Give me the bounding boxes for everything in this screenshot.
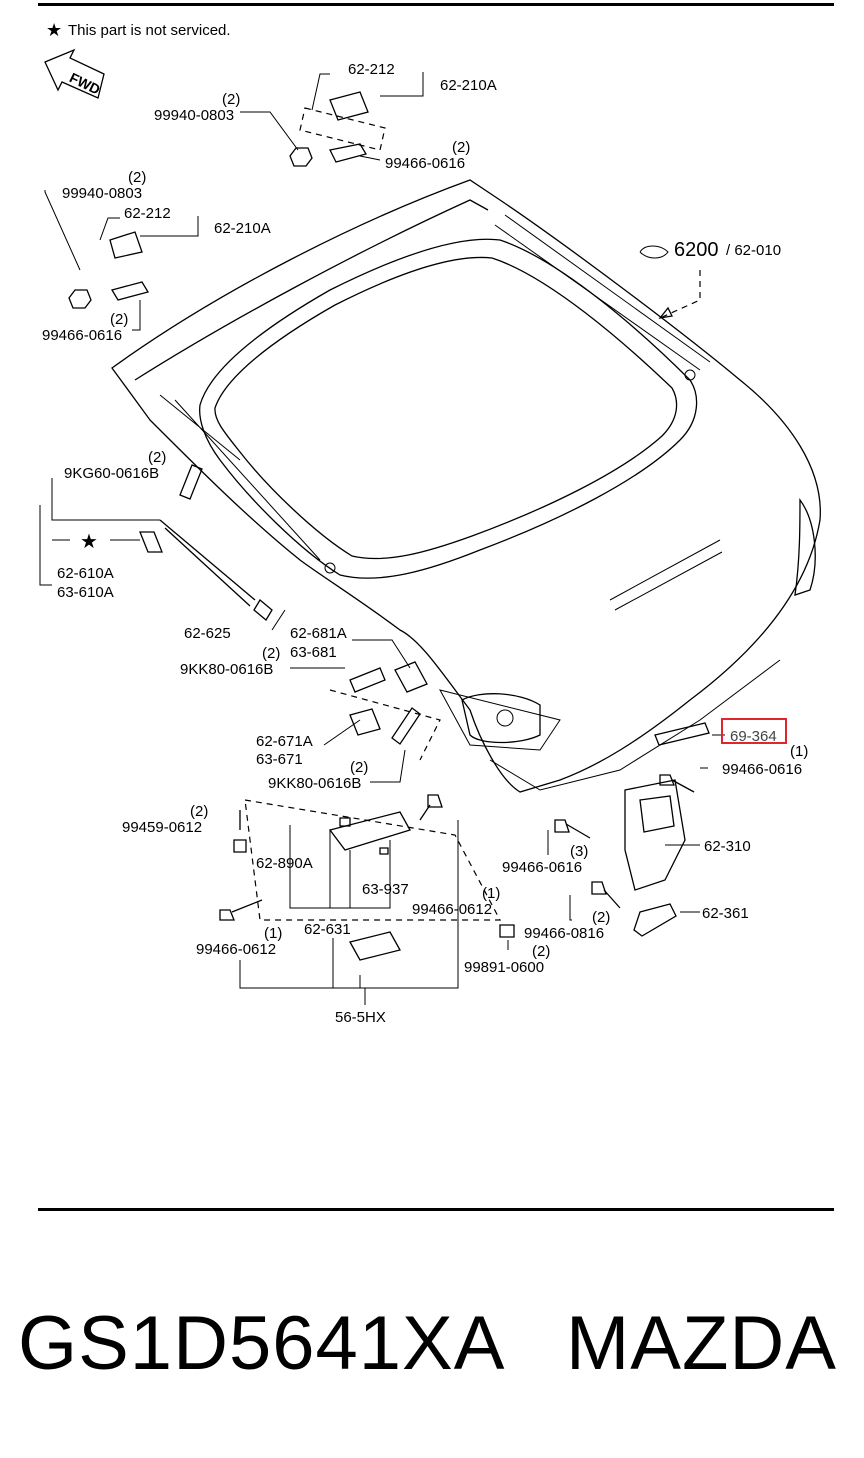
label-99466-0616-latch: 99466-0616: [722, 761, 802, 778]
label-62-212-lower: 62-212: [124, 205, 171, 222]
label-69-364: 69-364: [730, 728, 777, 745]
label-qty: (3): [570, 843, 588, 860]
label-62-890a: 62-890A: [256, 855, 313, 872]
label-99466-0612-left: 99466-0612: [196, 941, 276, 958]
latch-assembly: [547, 722, 725, 937]
label-99940-0803-lower: 99940-0803: [62, 185, 142, 202]
label-qty: (1): [790, 743, 808, 760]
label-62-310: 62-310: [704, 838, 751, 855]
label-qty: (2): [222, 91, 240, 108]
label-qty: (2): [128, 169, 146, 186]
label-qty: (2): [190, 803, 208, 820]
label-63-610a: 63-610A: [57, 584, 114, 601]
label-62-681a: 62-681A: [290, 625, 347, 642]
label-qty: (2): [592, 909, 610, 926]
label-qty: (2): [148, 449, 166, 466]
footer: GS1D5641XA MAZDA: [0, 1300, 864, 1410]
label-99466-0612-right: 99466-0612: [412, 901, 492, 918]
label-qty: (2): [110, 311, 128, 328]
liftgate-panel-outline: [111, 179, 821, 793]
gas-strut: [39, 464, 286, 631]
label-62-210a-upper: 62-210A: [440, 77, 497, 94]
bottom-rule: [38, 1208, 834, 1211]
star-icon: ★: [46, 20, 62, 40]
label-qty: (2): [262, 645, 280, 662]
label-6200: 6200: [674, 239, 719, 261]
label-qty: (1): [482, 885, 500, 902]
label-99940-0803-upper: 99940-0803: [154, 107, 234, 124]
label-99466-0816: 99466-0816: [524, 925, 604, 942]
label-62-610a: 62-610A: [57, 565, 114, 582]
label-62-625: 62-625: [184, 625, 231, 642]
lower-assembly: [219, 794, 515, 1005]
label-62-631: 62-631: [304, 921, 351, 938]
6200-pointer-arrow: [639, 245, 701, 319]
svg-text:FWD: FWD: [67, 69, 103, 97]
label-9kk80-0616b-lower: 9KK80-0616B: [268, 775, 361, 792]
label-63-937: 63-937: [362, 881, 409, 898]
label-62-010: / 62-010: [726, 242, 781, 259]
parts-diagram: ★ This part is not serviced. FWD: [39, 20, 821, 1026]
label-9kk80-0616b-upper: 9KK80-0616B: [180, 661, 273, 678]
top-rule: [38, 3, 834, 6]
label-62-212-upper: 62-212: [348, 61, 395, 78]
not-serviced-note: This part is not serviced.: [68, 22, 231, 39]
fwd-arrow-icon: FWD: [44, 48, 105, 99]
label-99466-0616-lower: 99466-0616: [42, 327, 122, 344]
label-qty: (2): [350, 759, 368, 776]
label-qty: (1): [264, 925, 282, 942]
star-icon-strut: ★: [80, 531, 98, 553]
label-63-681: 63-681: [290, 644, 337, 661]
brand-name: MAZDA: [566, 1301, 837, 1386]
highlight-box: [721, 718, 787, 744]
label-62-361: 62-361: [702, 905, 749, 922]
stopper-parts: [290, 639, 441, 783]
label-62-210a-lower: 62-210A: [214, 220, 271, 237]
label-99459-0612: 99459-0612: [122, 819, 202, 836]
label-62-671a: 62-671A: [256, 733, 313, 750]
label-qty: (2): [452, 139, 470, 156]
label-63-671: 63-671: [256, 751, 303, 768]
label-56-5hx: 56-5HX: [335, 1009, 386, 1026]
label-99466-0616-bolt: 99466-0616: [502, 859, 582, 876]
hinge-lower: [44, 190, 199, 331]
label-99466-0616-upper: 99466-0616: [385, 155, 465, 172]
label-qty: (2): [532, 943, 550, 960]
label-99891-0600: 99891-0600: [464, 959, 544, 976]
label-9kg60-0616b: 9KG60-0616B: [64, 465, 159, 482]
part-number: GS1D5641XA: [18, 1301, 506, 1386]
hinge-upper: [240, 72, 424, 167]
